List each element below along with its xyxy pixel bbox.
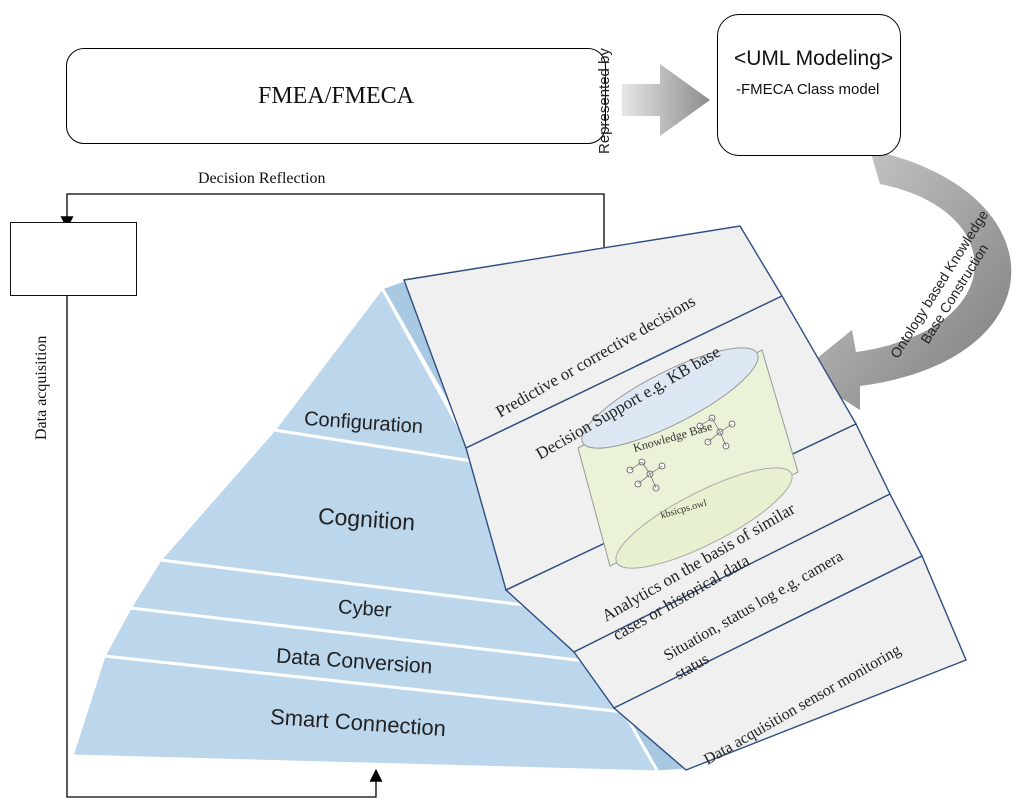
decision-reflection-line — [60, 193, 605, 270]
camera-box — [10, 222, 137, 296]
fmea-label: FMEA/FMECA — [257, 82, 415, 109]
panel-data-acquisition — [612, 555, 967, 771]
data-acquisition-line — [66, 296, 383, 798]
ontology-curved-arrow — [800, 150, 1012, 410]
tier-label-cyber: Cyber — [337, 596, 393, 622]
decision-reflection-label: Decision Reflection — [198, 170, 326, 187]
fmea-box: FMEA/FMECA — [66, 48, 606, 144]
uml-modeling-box: <UML Modeling> -FMECA Class model — [717, 14, 901, 156]
represented-by-arrow — [622, 64, 710, 136]
represented-by-label: Represented by — [596, 48, 613, 154]
data-acquisition-label: Data acquisition — [33, 335, 50, 440]
knowledge-base-icon — [577, 347, 799, 569]
uml-subtitle: -FMECA Class model — [736, 81, 880, 98]
uml-title: <UML Modeling> — [734, 47, 894, 70]
